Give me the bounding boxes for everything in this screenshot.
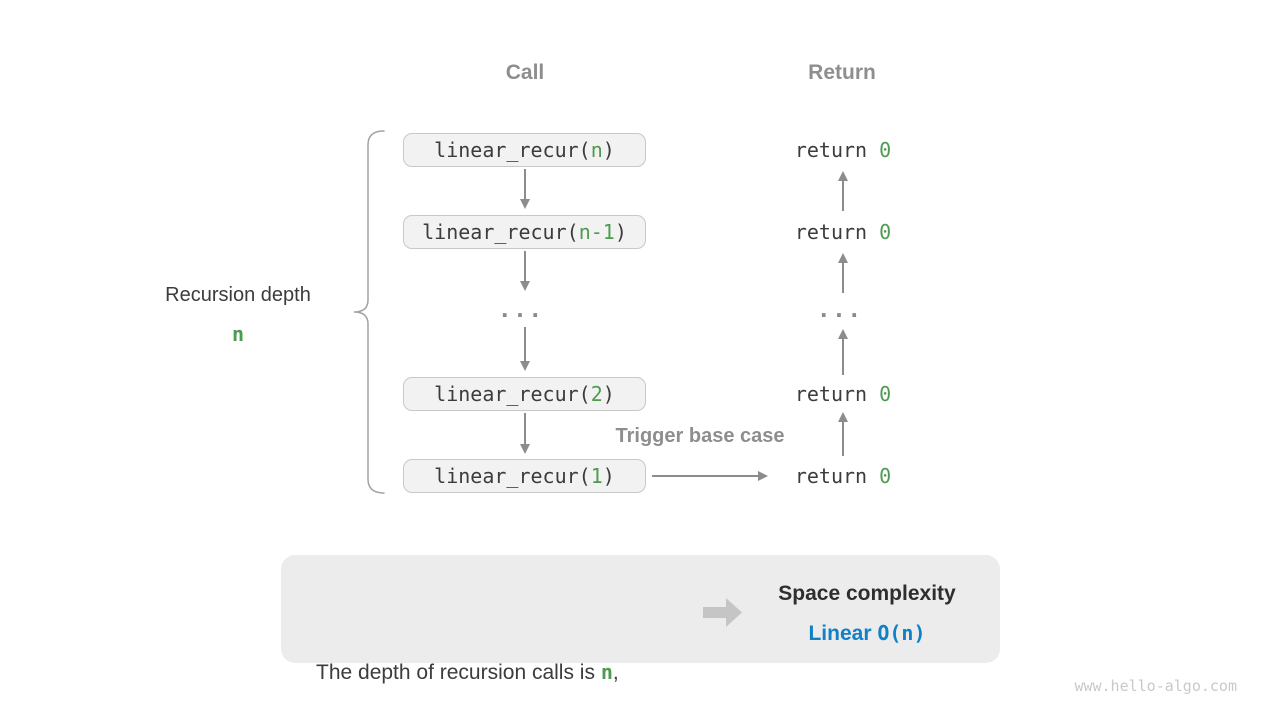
- summary-line-1: The depth of recursion calls is n,: [316, 653, 619, 692]
- return-label-4-value: 0: [879, 464, 892, 488]
- call-box-1-arg: 1: [590, 464, 603, 488]
- call-box-n-1-arg: n-1: [578, 220, 615, 244]
- call-box-n: linear_recur(n): [403, 133, 646, 167]
- call-ellipsis: ...: [501, 293, 547, 323]
- call-box-2-pre: linear_recur(: [434, 382, 591, 406]
- trigger-base-case-label: Trigger base case: [615, 425, 785, 447]
- summary-line1-pre: The depth of recursion calls is: [316, 661, 601, 684]
- space-complexity-title: Space complexity: [778, 582, 956, 605]
- return-label-2-pre: return: [794, 220, 880, 244]
- space-complexity-linear: Linear: [808, 622, 878, 645]
- call-box-1: linear_recur(1): [403, 459, 646, 493]
- space-complexity-bigo: O(n): [877, 621, 926, 645]
- call-box-n-1-pre: linear_recur(: [422, 220, 579, 244]
- recursion-depth-label: Recursion depth: [165, 284, 311, 306]
- recursion-depth-brace: [353, 130, 385, 494]
- summary-card: [281, 555, 1000, 663]
- call-box-n-arg: n: [590, 138, 603, 162]
- summary-line1-n: n: [600, 660, 613, 684]
- space-complexity-value: Linear O(n): [808, 620, 925, 647]
- return-label-4-pre: return: [794, 464, 880, 488]
- call-box-1-post: ): [602, 464, 615, 488]
- call-column-header: Call: [505, 61, 545, 84]
- return-label-3: return 0: [795, 381, 891, 407]
- return-ellipsis: ...: [820, 293, 866, 323]
- call-box-1-pre: linear_recur(: [434, 464, 591, 488]
- call-box-n-pre: linear_recur(: [434, 138, 591, 162]
- return-label-1-pre: return: [794, 138, 880, 162]
- summary-arrow-shape: [703, 598, 742, 627]
- return-label-2: return 0: [795, 219, 891, 245]
- return-label-2-value: 0: [879, 220, 892, 244]
- summary-arrow-icon: [703, 598, 742, 627]
- return-label-1-value: 0: [879, 138, 892, 162]
- call-box-n-1-post: ): [614, 220, 627, 244]
- watermark: www.hello-algo.com: [1074, 677, 1237, 695]
- summary-line1-post: ,: [612, 661, 619, 684]
- recursion-depth-n: n: [231, 322, 245, 346]
- return-label-3-pre: return: [794, 382, 880, 406]
- return-label-3-value: 0: [879, 382, 892, 406]
- return-label-4: return 0: [795, 463, 891, 489]
- call-box-n-1: linear_recur(n-1): [403, 215, 646, 249]
- call-box-2-arg: 2: [590, 382, 603, 406]
- call-box-2-post: ): [602, 382, 615, 406]
- call-box-2: linear_recur(2): [403, 377, 646, 411]
- call-box-n-post: ): [602, 138, 615, 162]
- summary-text: The depth of recursion calls is n, using…: [316, 577, 619, 720]
- return-label-1: return 0: [795, 137, 891, 163]
- return-column-header: Return: [808, 61, 876, 84]
